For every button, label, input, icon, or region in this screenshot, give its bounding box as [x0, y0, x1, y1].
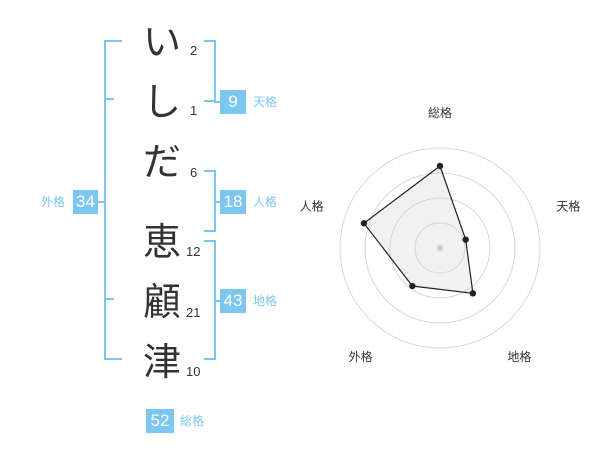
stroke-count-6: 10	[186, 364, 201, 379]
stroke-count-2: 1	[190, 103, 198, 118]
tenkaku-label: 天格	[253, 95, 278, 109]
radar-point-1	[436, 162, 444, 170]
name-char-3: だ	[142, 140, 181, 184]
gaikaku-label: 外格	[41, 195, 66, 209]
stroke-count-1: 2	[190, 43, 198, 58]
radar-axis-label-5: 人格	[300, 198, 324, 213]
radar-point-2	[462, 236, 469, 243]
stroke-count-5: 21	[186, 305, 201, 320]
radar-point-5	[360, 220, 368, 227]
name-char-1: い	[142, 20, 181, 64]
radar-point-3	[469, 290, 477, 297]
name-char-2: し	[142, 80, 181, 124]
radar-axis-label-3: 地格	[507, 349, 531, 364]
radar-axis-label-2: 天格	[556, 198, 580, 213]
soukaku-value-badge: 52	[146, 409, 174, 433]
name-char-5: 顧	[142, 280, 181, 324]
radar-axis-label-1: 総格	[428, 105, 452, 120]
stroke-count-3: 6	[190, 165, 198, 180]
radar-ring-2	[389, 197, 491, 299]
radar-axis-label-4: 外格	[349, 349, 373, 364]
radar-ring-4	[339, 147, 541, 349]
chikaku-label: 地格	[253, 294, 278, 308]
radar-ring-1	[414, 222, 466, 274]
name-char-4: 恵	[142, 220, 181, 264]
gaikaku-value-badge: 34	[73, 190, 98, 214]
chikaku-value-badge: 43	[220, 289, 246, 313]
radar-ring-3	[364, 172, 516, 324]
radar-series-polygon	[363, 165, 474, 294]
stroke-count-4: 12	[186, 244, 201, 259]
jinkaku-label: 人格	[253, 195, 278, 209]
radar-point-4	[409, 282, 416, 290]
jinkaku-value-badge: 18	[220, 190, 246, 214]
tenkaku-value-badge: 9	[220, 90, 246, 114]
soukaku-label: 総格	[180, 414, 205, 428]
radar-center	[437, 245, 443, 251]
name-char-6: 津	[142, 340, 181, 384]
